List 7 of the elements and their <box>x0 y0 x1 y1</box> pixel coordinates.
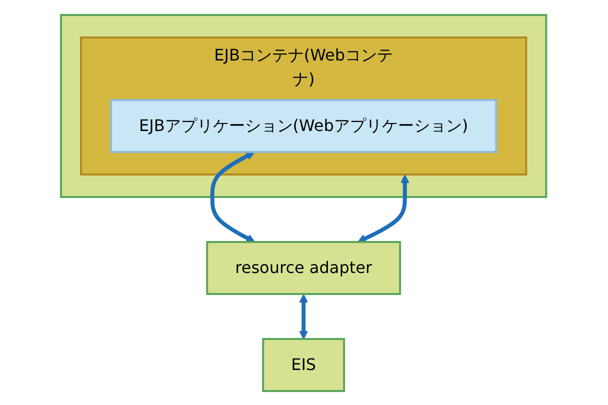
arrow <box>358 174 410 242</box>
arrow <box>210 151 256 242</box>
node-box: EIS <box>262 338 346 392</box>
node-box: resource adapter <box>206 240 402 294</box>
cluster <box>60 14 548 198</box>
node-box: EJBアプリケーション(Webアプリケーション) <box>110 98 498 152</box>
arrow <box>300 294 308 339</box>
